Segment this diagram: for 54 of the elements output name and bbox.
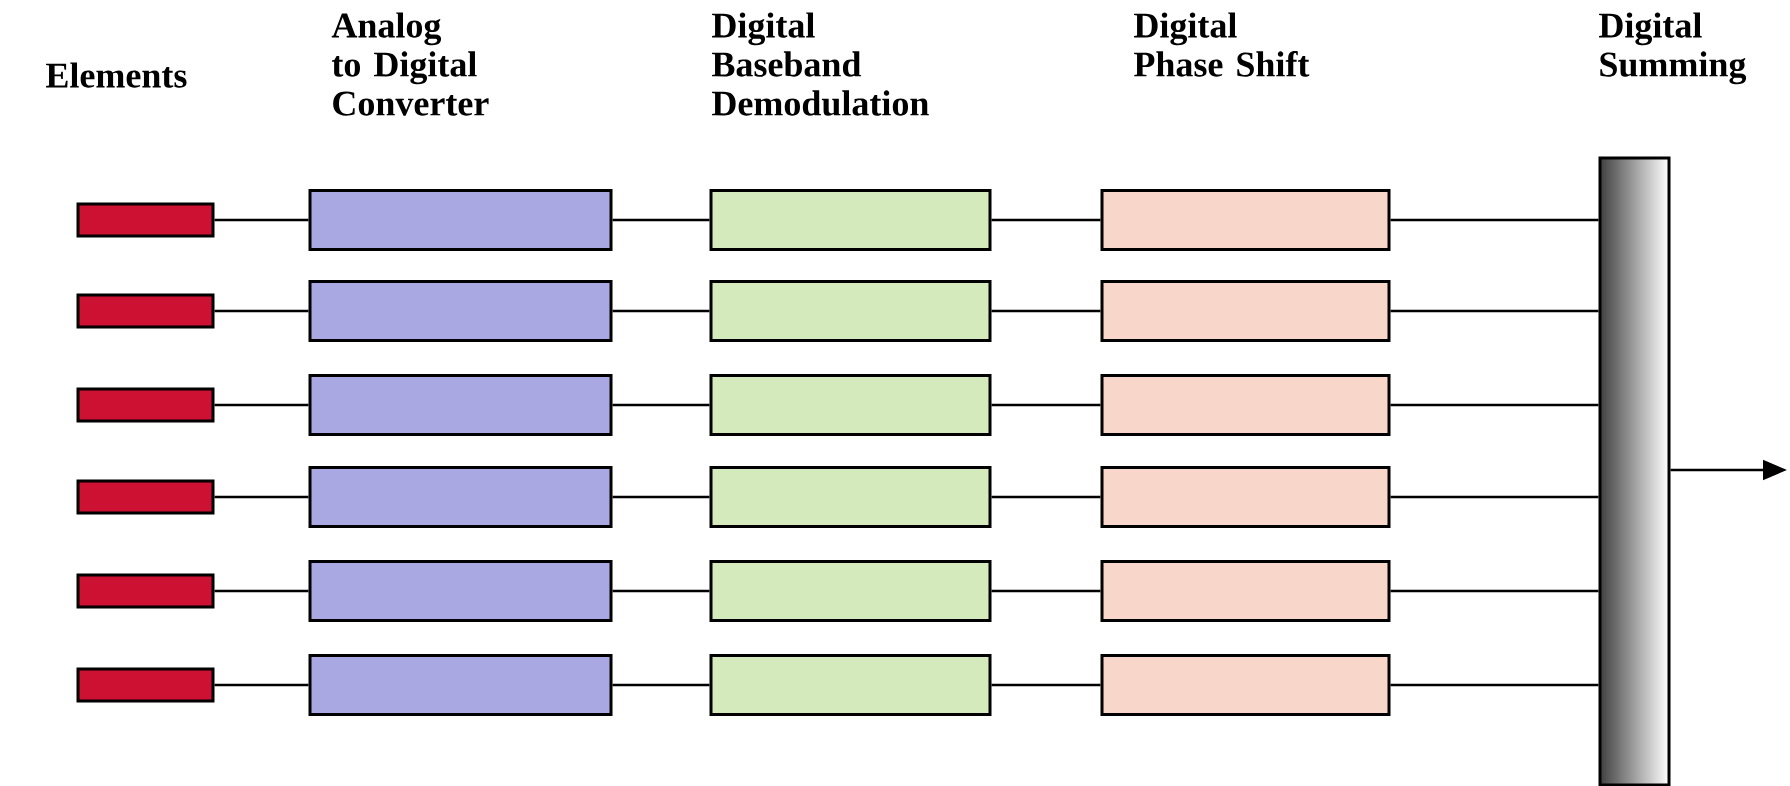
connector-line: [612, 309, 710, 313]
connector-line: [612, 218, 710, 222]
connector-line: [214, 683, 309, 687]
phase-shift-box: [1100, 189, 1391, 251]
column-heading: Digital Baseband Demodulation: [712, 12, 929, 116]
demodulation-box: [709, 374, 992, 436]
connector-line: [1390, 309, 1599, 313]
converter-box: [308, 374, 613, 436]
converter-box: [308, 280, 613, 342]
converter-box: [308, 654, 613, 716]
connector-line: [612, 683, 710, 687]
connector-line: [991, 309, 1101, 313]
phase-shift-box: [1100, 466, 1391, 528]
converter-box: [308, 189, 613, 251]
connector-line: [991, 589, 1101, 593]
connector-line: [991, 683, 1101, 687]
connector-line: [612, 403, 710, 407]
demodulation-box: [709, 466, 992, 528]
antenna-element: [76, 667, 215, 703]
summing-bar: [1598, 156, 1671, 786]
demodulation-box: [709, 560, 992, 622]
connector-line: [214, 403, 309, 407]
connector-line: [1390, 495, 1599, 499]
converter-box: [308, 560, 613, 622]
connector-line: [612, 495, 710, 499]
connector-line: [214, 218, 309, 222]
phase-shift-box: [1100, 374, 1391, 436]
demodulation-box: [709, 654, 992, 716]
connector-line: [1390, 683, 1599, 687]
antenna-element: [76, 202, 215, 238]
connector-line: [1390, 403, 1599, 407]
connector-line: [1390, 218, 1599, 222]
phase-shift-box: [1100, 560, 1391, 622]
connector-line: [214, 495, 309, 499]
column-heading: Analog to Digital Converter: [331, 12, 489, 116]
connector-line: [214, 589, 309, 593]
connector-line: [612, 589, 710, 593]
column-heading: Elements: [46, 62, 187, 88]
antenna-element: [76, 387, 215, 423]
antenna-element: [76, 293, 215, 329]
connector-line: [991, 495, 1101, 499]
converter-box: [308, 466, 613, 528]
column-heading: Digital Phase Shift: [1134, 12, 1310, 77]
column-heading: Digital Summing: [1599, 12, 1747, 85]
demodulation-box: [709, 280, 992, 342]
demodulation-box: [709, 189, 992, 251]
phase-shift-box: [1100, 654, 1391, 716]
connector-line: [991, 403, 1101, 407]
connector-line: [214, 309, 309, 313]
antenna-element: [76, 573, 215, 609]
phase-shift-box: [1100, 280, 1391, 342]
antenna-element: [76, 479, 215, 515]
connector-line: [1390, 589, 1599, 593]
connector-line: [991, 218, 1101, 222]
